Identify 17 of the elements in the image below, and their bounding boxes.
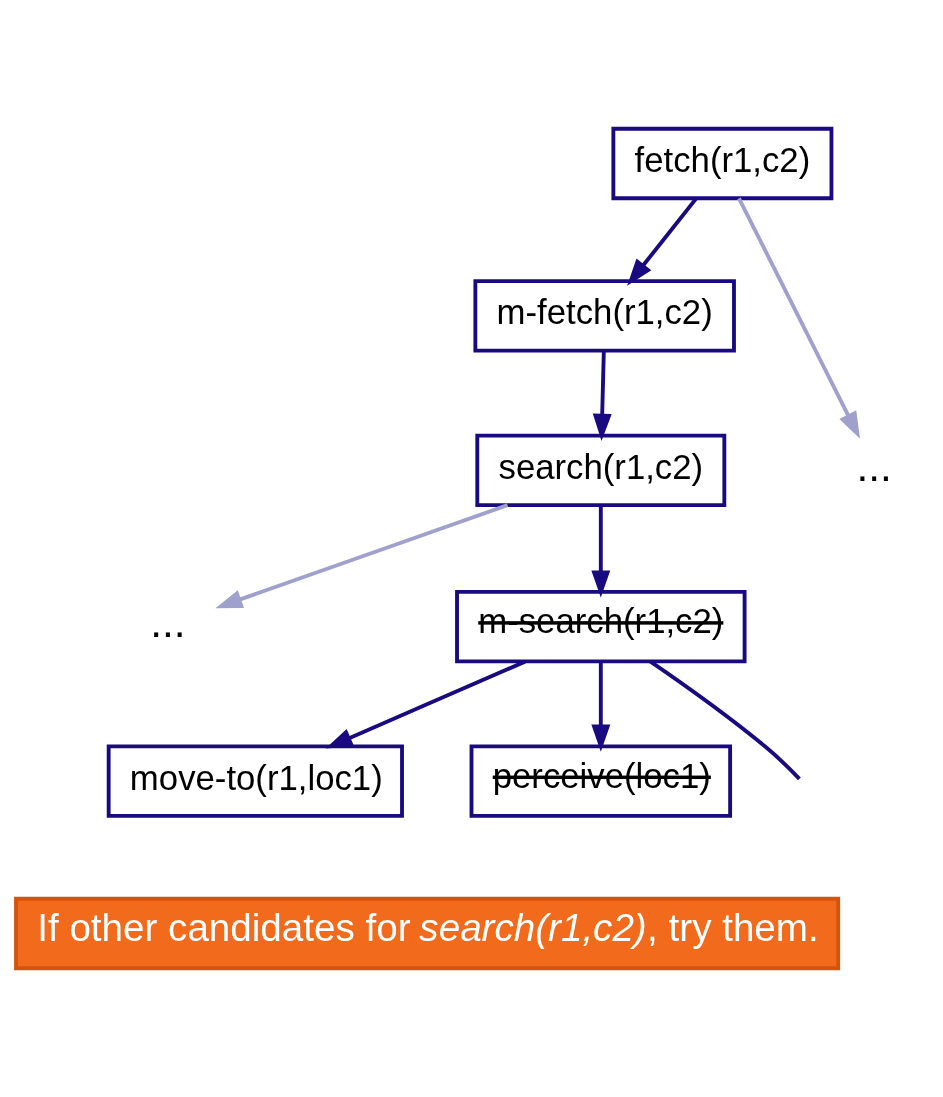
node-box: perceive(loc1)	[469, 744, 733, 818]
node-box: If other candidates for search(r1,c2), try them.	[14, 896, 841, 971]
arrow	[325, 659, 526, 749]
node-text: ...	[856, 443, 892, 491]
arrow	[592, 351, 612, 441]
node-box: fetch(r1,c2)	[611, 126, 834, 201]
node-box: search(r1,c2)	[475, 433, 727, 507]
arrow	[591, 505, 611, 598]
connector	[649, 659, 801, 781]
node-box: move-to(r1,loc1)	[106, 744, 404, 818]
node-box: m-search(r1,c2)	[455, 590, 747, 664]
arrow	[591, 662, 611, 752]
node-text: ...	[150, 599, 186, 647]
arrow	[215, 503, 509, 609]
node-box: m-fetch(r1,c2)	[473, 279, 736, 353]
arrow	[737, 197, 860, 439]
arrow	[627, 197, 698, 286]
